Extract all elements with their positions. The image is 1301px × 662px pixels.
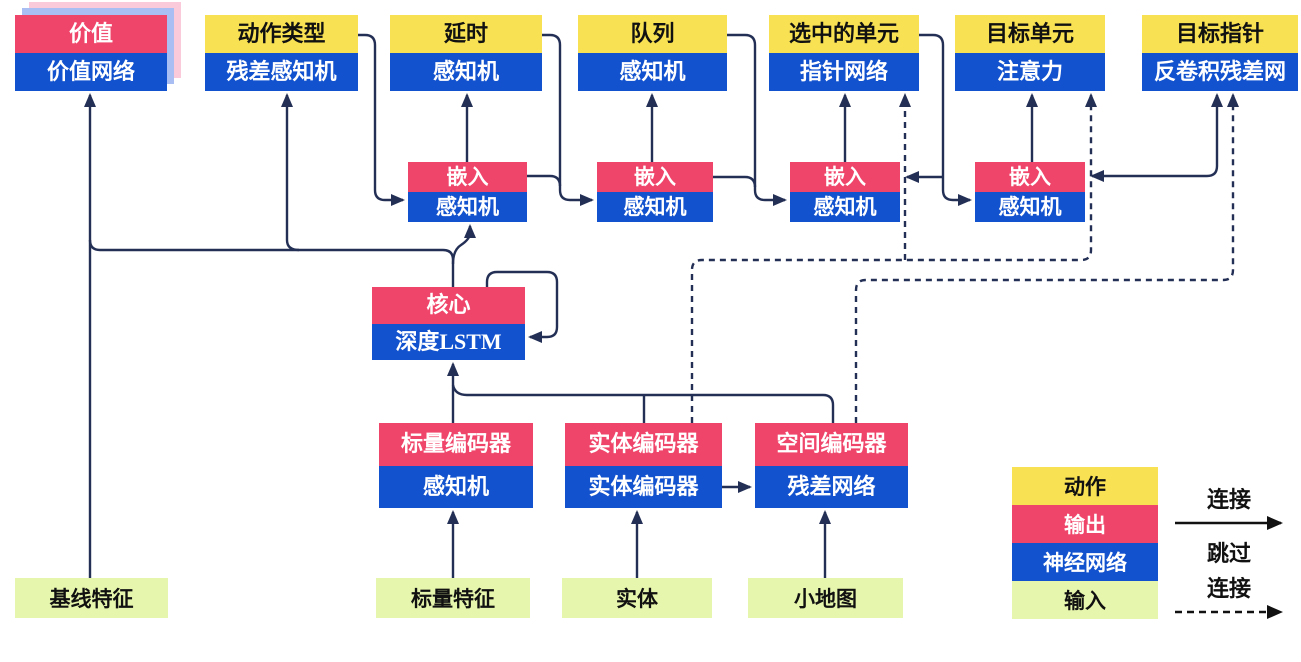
legend-dashed-arrow-label-line2: 连接 bbox=[1206, 576, 1252, 601]
box-queue: 队列 感知机 bbox=[578, 15, 727, 91]
value-network-label: 价值网络 bbox=[15, 53, 167, 91]
scalar-encoder-label: 标量编码器 bbox=[379, 423, 533, 466]
box-embed-2: 嵌入 感知机 bbox=[597, 162, 713, 222]
target-unit-network-label: 注意力 bbox=[955, 53, 1105, 91]
edge-delay-to-embed2 bbox=[542, 33, 594, 206]
input-baseline-features: 基线特征 bbox=[15, 578, 168, 618]
skip-spatialencoder-to-targetpoint bbox=[854, 93, 1239, 423]
edge-selectedunits-to-embed4 bbox=[919, 33, 972, 206]
edge-embed2-out bbox=[713, 175, 757, 188]
box-value: 价值 价值网络 bbox=[15, 15, 167, 91]
skip-entityencoder-to-targetunit bbox=[690, 93, 1097, 423]
delay-network-label: 感知机 bbox=[390, 53, 542, 91]
spatial-encoder-network-label: 残差网络 bbox=[755, 465, 908, 508]
edge-embed1-out bbox=[527, 174, 562, 187]
box-embed-1: 嵌入 感知机 bbox=[408, 162, 527, 222]
spatial-encoder-label: 空间编码器 bbox=[755, 423, 908, 466]
edge-core-self-loop bbox=[485, 270, 559, 343]
box-scalar-encoder: 标量编码器 感知机 bbox=[379, 423, 533, 508]
embed-4-network-label: 感知机 bbox=[975, 192, 1085, 222]
box-action-type: 动作类型 残差感知机 bbox=[205, 15, 358, 91]
core-network-label: 深度LSTM bbox=[372, 323, 525, 360]
box-delay: 延时 感知机 bbox=[390, 15, 542, 91]
input-minimap: 小地图 bbox=[748, 578, 903, 618]
target-point-label: 目标指针 bbox=[1142, 15, 1298, 53]
embed-1-network-label: 感知机 bbox=[408, 192, 527, 222]
embed-4-label: 嵌入 bbox=[975, 162, 1085, 192]
edge-bus-to-embed1 bbox=[451, 224, 476, 265]
target-unit-label: 目标单元 bbox=[955, 15, 1105, 53]
queue-label: 队列 bbox=[578, 15, 727, 53]
legend-action-row: 动作 bbox=[1012, 467, 1158, 505]
selected-units-label: 选中的单元 bbox=[769, 15, 919, 53]
input-scalar-features: 标量特征 bbox=[376, 578, 530, 618]
box-embed-4: 嵌入 感知机 bbox=[975, 162, 1085, 222]
box-selected-units: 选中的单元 指针网络 bbox=[769, 15, 919, 91]
action-type-network-label: 残差感知机 bbox=[205, 53, 358, 91]
edge-queue-to-embed3 bbox=[727, 33, 787, 206]
edge-actiontype-to-embed1 bbox=[358, 33, 405, 206]
box-entity-encoder: 实体编码器 实体编码器 bbox=[565, 423, 722, 508]
entity-encoder-network-label: 实体编码器 bbox=[565, 465, 722, 508]
edge-embed4-targetpoint bbox=[1090, 93, 1223, 182]
selected-units-network-label: 指针网络 bbox=[769, 53, 919, 91]
legend-network-row: 神经网络 bbox=[1012, 543, 1158, 581]
legend-color-key: 动作 输出 神经网络 输入 bbox=[1012, 467, 1158, 619]
edge-bus-to-actiontype bbox=[281, 93, 300, 252]
embed-3-network-label: 感知机 bbox=[790, 192, 900, 222]
delay-label: 延时 bbox=[390, 15, 542, 53]
core-label: 核心 bbox=[372, 287, 525, 324]
box-embed-3: 嵌入 感知机 bbox=[790, 162, 900, 222]
box-target-unit: 目标单元 注意力 bbox=[955, 15, 1105, 91]
box-spatial-encoder: 空间编码器 残差网络 bbox=[755, 423, 908, 508]
input-entities: 实体 bbox=[562, 578, 712, 618]
value-output-label: 价值 bbox=[15, 15, 167, 53]
edge-encoder-bus bbox=[451, 384, 835, 423]
legend-output-row: 输出 bbox=[1012, 505, 1158, 543]
legend-input-row: 输入 bbox=[1012, 581, 1158, 619]
embed-1-label: 嵌入 bbox=[408, 162, 527, 192]
entity-encoder-label: 实体编码器 bbox=[565, 423, 722, 466]
scalar-encoder-network-label: 感知机 bbox=[379, 465, 533, 508]
queue-network-label: 感知机 bbox=[578, 53, 727, 91]
box-target-point: 目标指针 反卷积残差网 bbox=[1142, 15, 1298, 91]
embed-2-network-label: 感知机 bbox=[597, 192, 713, 222]
action-type-label: 动作类型 bbox=[205, 15, 358, 53]
legend-dashed-arrow-label-line1: 跳过 bbox=[1206, 541, 1252, 566]
target-point-network-label: 反卷积残差网 bbox=[1142, 53, 1298, 91]
box-core: 核心 深度LSTM bbox=[372, 287, 525, 360]
edge-core-output-bus bbox=[88, 239, 455, 287]
embed-2-label: 嵌入 bbox=[597, 162, 713, 192]
embed-3-label: 嵌入 bbox=[790, 162, 900, 192]
legend-solid-arrow-label: 连接 bbox=[1206, 487, 1252, 512]
